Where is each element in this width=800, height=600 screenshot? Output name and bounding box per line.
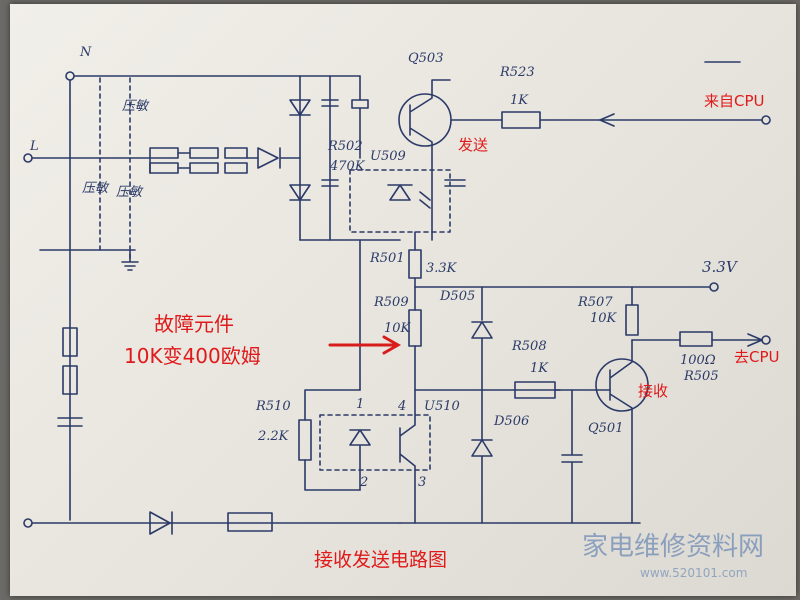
label-r510-val: 2.2K: [257, 429, 290, 444]
label-r523: R523: [499, 65, 535, 80]
label-r502-val: 470K: [329, 159, 366, 174]
annotation-fault-line1: 故障元件: [154, 312, 234, 336]
terminal-l: [23, 153, 33, 163]
q501-leads: [609, 339, 633, 524]
transmit-section: R502 470K Q503 R523 1K U509 R501 3.3K: [289, 51, 771, 288]
cap-top-1: [321, 99, 339, 107]
pin-2: 2: [359, 475, 368, 490]
watermark-url: www.520101.com: [640, 566, 748, 580]
ground-symbol: [39, 249, 139, 271]
annotation-from-cpu: 来自CPU: [704, 92, 765, 110]
annotation-send: 发送: [458, 136, 489, 154]
label-u510: U510: [424, 399, 460, 414]
diode-top-2: [289, 184, 311, 201]
label-l: L: [29, 139, 39, 154]
label-r501-val: 3.3K: [426, 261, 458, 276]
label-r523-val: 1K: [510, 93, 529, 108]
varistor-label-3: 压敏: [116, 185, 144, 200]
resistor-r505: [679, 331, 713, 347]
diode-array-out: [257, 147, 301, 169]
label-r505: R505: [683, 369, 719, 384]
pin-3: 3: [418, 475, 426, 490]
label-3v3: 3.3V: [702, 258, 739, 276]
array-wires: [149, 152, 259, 174]
annotation-to-cpu: 去CPU: [734, 348, 780, 366]
label-r505-val: 100Ω: [680, 353, 716, 368]
pin-1: 1: [356, 397, 364, 412]
wire-to-cpu: [711, 333, 763, 347]
wire-r510: [304, 389, 361, 491]
label-r509: R509: [373, 295, 409, 310]
resistor-r507: [625, 304, 639, 336]
diode-d506: [471, 389, 493, 524]
resistor-r509: [408, 309, 422, 347]
resistor-array-3: [189, 147, 219, 159]
resistor-array-2: [149, 162, 179, 174]
label-q501: Q501: [588, 421, 623, 436]
capacitor-left: [57, 417, 83, 427]
fault-arrow: [328, 335, 402, 355]
u509-box: [349, 169, 451, 233]
label-n: N: [79, 45, 92, 60]
resistor-left-2: [62, 365, 78, 395]
resistor-array-5: [224, 147, 248, 159]
resistor-array-4: [189, 162, 219, 174]
varistor-label-1: 压敏: [122, 99, 150, 114]
label-r508-val: 1K: [530, 361, 549, 376]
terminal-return: [23, 518, 33, 528]
capacitor-q501: [561, 389, 583, 524]
resistor-array-1: [149, 147, 179, 159]
wire-top-verticals: [299, 75, 361, 241]
terminal-from-cpu: [761, 115, 771, 125]
u510-box: [319, 414, 431, 471]
transistor-q501: [595, 358, 649, 412]
annotation-receive: 接收: [638, 382, 669, 400]
label-q503: Q503: [408, 51, 443, 66]
label-d505: D505: [439, 289, 475, 304]
arrow-from-cpu: [599, 113, 615, 127]
resistor-r523: [501, 111, 541, 129]
varistor-dashes: [99, 77, 131, 261]
u509-internal: [387, 184, 431, 209]
label-r507: R507: [577, 295, 613, 310]
label-r507-val: 10K: [590, 311, 618, 326]
diode-top-1: [289, 99, 311, 116]
label-r501: R501: [369, 251, 405, 266]
terminal-3v3: [709, 282, 719, 292]
resistor-bottom: [227, 512, 273, 532]
annotation-fault-line2: 10K变400欧姆: [124, 344, 261, 368]
diode-d505: [471, 286, 493, 391]
resistor-left-1: [62, 327, 78, 357]
mains-input-section: N L 压敏 压敏 压敏: [23, 45, 401, 535]
label-d506: D506: [493, 414, 529, 429]
terminal-to-cpu: [761, 335, 771, 345]
cap-u509: [444, 179, 466, 187]
terminal-n: [65, 71, 75, 81]
cap-electrolytic: [351, 99, 369, 109]
u510-led: [349, 239, 371, 491]
paper-sheet: [10, 4, 796, 596]
label-r510: R510: [255, 399, 291, 414]
receive-section: 3.3V R509 10K D505 D506 R508 1K Q501 R50…: [255, 239, 771, 524]
diode-bottom: [149, 511, 173, 535]
q503-leads: [409, 79, 451, 161]
resistor-array-6: [224, 162, 248, 174]
watermark-logo: 家电维修资料网: [582, 532, 765, 562]
resistor-r510: [298, 419, 312, 461]
u510-transistor: [399, 389, 416, 524]
varistor-label-2: 压敏: [82, 181, 110, 196]
label-r502: R502: [327, 139, 363, 154]
label-u509: U509: [370, 149, 406, 164]
pin-4: 4: [397, 399, 406, 414]
label-r509-val: 10K: [384, 321, 412, 336]
resistor-r501: [408, 249, 422, 279]
label-r508: R508: [511, 339, 547, 354]
cap-top-2: [321, 179, 339, 187]
annotation-caption: 接收发送电路图: [314, 549, 448, 571]
